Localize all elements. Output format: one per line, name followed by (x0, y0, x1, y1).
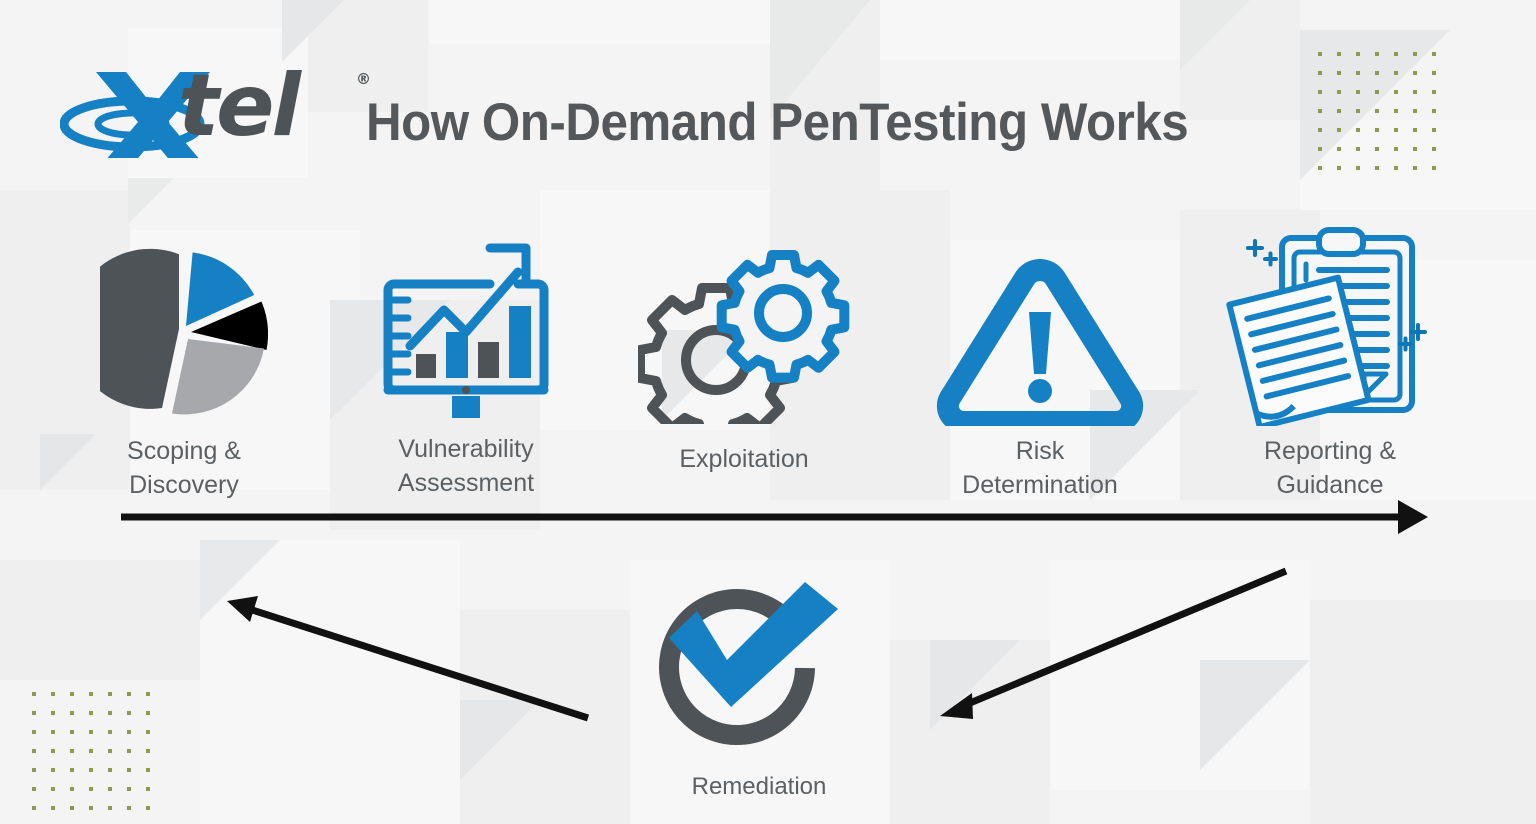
return-arrow-right (940, 567, 1288, 719)
step-label-risk-determination: Risk Determination (962, 437, 1118, 499)
step-risk-determination: Risk Determination (934, 248, 1146, 502)
registered-trademark-symbol: ® (356, 70, 371, 88)
main-timeline-arrow (121, 500, 1428, 534)
return-arrow-left (227, 596, 590, 722)
x-swoosh-icon (60, 72, 210, 158)
clipboard-documents-icon (1224, 226, 1436, 430)
page-title: How On-Demand PenTesting Works (366, 93, 1189, 152)
monitor-bar-chart-icon (366, 228, 566, 424)
warning-triangle-icon (934, 248, 1146, 433)
xtel-logo[interactable]: tel ® (60, 58, 371, 158)
step-reporting-guidance: Reporting & Guidance (1224, 226, 1436, 502)
check-circle-icon (653, 580, 865, 756)
step-scoping-discovery: Scoping & Discovery (70, 248, 290, 502)
step-exploitation: Exploitation (635, 248, 850, 476)
step-label-vulnerability-assessment: Vulnerability Assessment (397, 435, 535, 497)
header: tel ® How On-Demand PenTesting Works (0, 0, 1536, 200)
step-label-scoping-discovery: Scoping & Discovery (127, 437, 241, 499)
step-label-exploitation: Exploitation (679, 445, 809, 473)
step-label-remediation: Remediation (691, 773, 827, 800)
gears-icon (635, 248, 850, 445)
step-vulnerability-assessment: Vulnerability Assessment (358, 228, 574, 500)
logo-wordmark: tel (178, 56, 301, 156)
step-remediation: Remediation (638, 580, 880, 804)
step-label-reporting-guidance: Reporting & Guidance (1263, 437, 1397, 499)
